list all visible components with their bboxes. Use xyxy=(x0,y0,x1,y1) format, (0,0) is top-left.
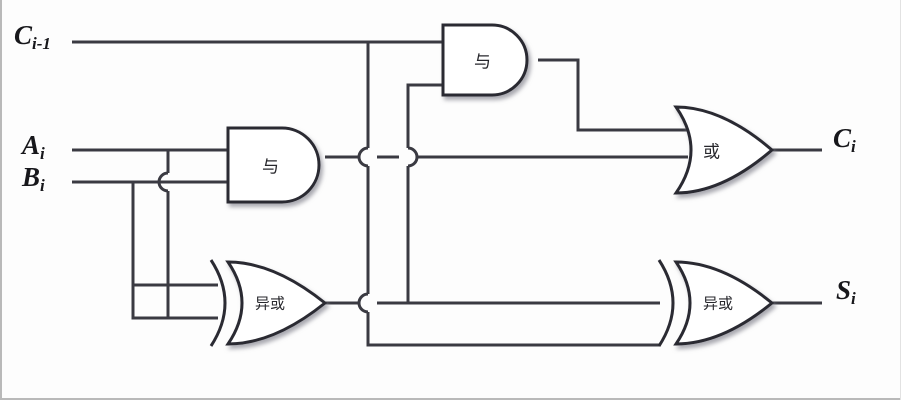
gate-label-xor-left: 异或 xyxy=(254,294,286,313)
output-label-carry-out: Ci xyxy=(833,123,856,157)
or-right-body xyxy=(673,105,775,195)
xor-left-body xyxy=(225,260,328,346)
gate-label-and-top: 与 xyxy=(474,52,492,73)
hop-a-over-b xyxy=(157,171,169,193)
input-label-carry-in-base: C xyxy=(14,20,33,50)
output-label-sum-subscript: i xyxy=(851,288,856,308)
input-label-b: Bi xyxy=(22,162,45,196)
wire-b-branch-to-xor xyxy=(131,182,218,320)
output-label-sum: Si xyxy=(836,275,856,309)
input-label-a-base: A xyxy=(22,130,41,160)
input-label-carry-in-subscript: i-1 xyxy=(32,33,51,53)
gate-xor-left[interactable] xyxy=(209,259,328,347)
and-top-body xyxy=(441,23,529,97)
hop-bus1-over-andmid-out xyxy=(357,146,369,168)
gate-label-or-right: 或 xyxy=(703,142,721,163)
xor-right-body xyxy=(673,260,775,346)
gate-or-right[interactable] xyxy=(673,105,775,195)
input-label-b-subscript: i xyxy=(40,175,45,195)
gate-and-top[interactable] xyxy=(441,23,529,97)
frame-border-bottom xyxy=(0,398,901,400)
gate-label-xor-right: 异或 xyxy=(702,294,734,313)
gate-and-mid[interactable] xyxy=(226,126,321,204)
gate-xor-right[interactable] xyxy=(657,259,775,347)
input-label-a: Ai xyxy=(22,130,45,164)
wire-a-branch-to-xor-lower xyxy=(166,191,218,320)
wire-cin-to-xor-right-lower xyxy=(366,312,660,347)
output-label-carry-out-base: C xyxy=(833,123,852,153)
input-label-carry-in: Ci-1 xyxy=(14,20,51,54)
frame-border-left xyxy=(0,0,2,400)
input-label-a-subscript: i xyxy=(40,143,45,163)
wire-xorleft-branch-to-andtop xyxy=(406,83,443,148)
xor-right-extra-arc xyxy=(657,259,675,347)
and-mid-body xyxy=(226,126,321,204)
output-label-carry-out-subscript: i xyxy=(851,136,856,156)
xor-left-extra-arc xyxy=(209,259,227,347)
wire-andtop-out-to-or xyxy=(538,58,688,132)
hop-bus1-over-xorleft-out xyxy=(357,292,369,314)
output-label-sum-base: S xyxy=(836,275,852,305)
wire-group xyxy=(72,40,822,347)
hop-bus2-over-andmid-out xyxy=(407,146,419,168)
input-label-b-base: B xyxy=(22,162,41,192)
gate-label-and-mid: 与 xyxy=(262,157,280,178)
